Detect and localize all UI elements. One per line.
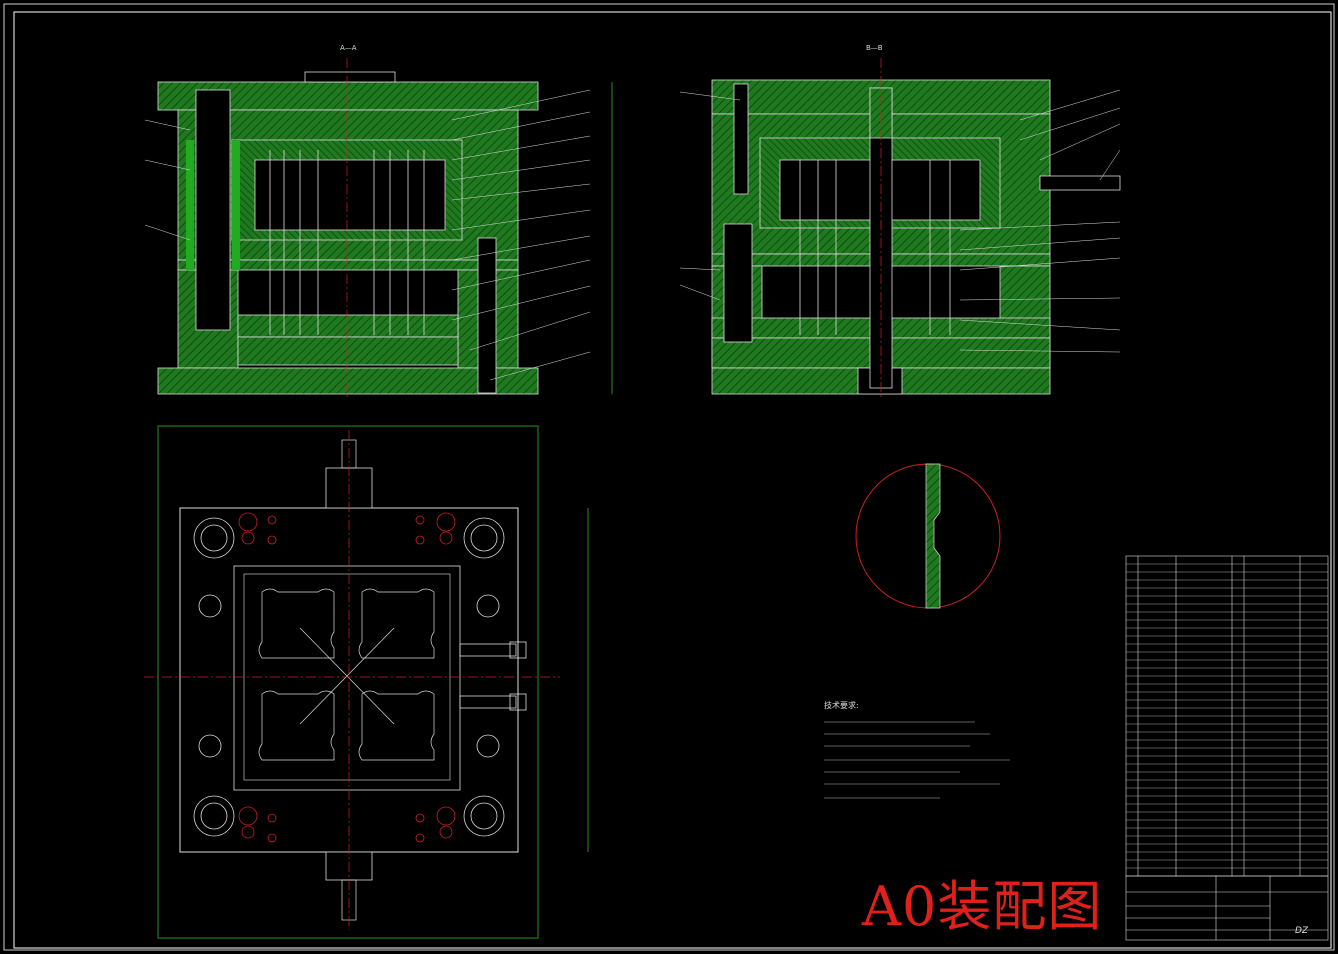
tech-requirements-block [824,721,1010,799]
drawing-title: A0装配图 [862,875,1103,938]
plan-view [144,425,589,939]
detail-circle-view [855,463,1001,609]
tech-requirements-title: 技术要求: [824,701,859,710]
inner-frame [13,11,1332,949]
section-a-label: A—A [340,44,357,52]
title-block [1125,875,1329,941]
section-a-view [144,58,613,400]
drawing-code: DZ [1295,926,1309,936]
section-b-view [679,58,1121,400]
section-b-label: B—B [866,44,883,52]
outer-frame [3,3,1335,951]
parts-list-rows [1126,563,1328,869]
